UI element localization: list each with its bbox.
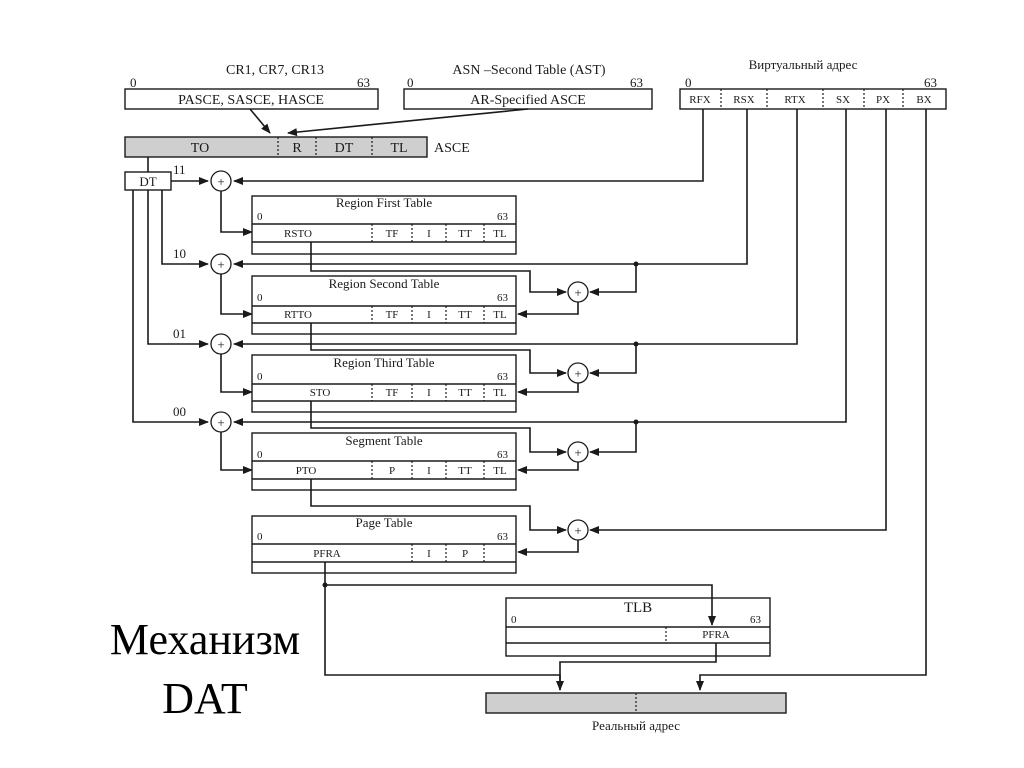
asn-register-text: AR-Specified ASCE <box>470 93 586 108</box>
va-field-rsx: RSX <box>733 94 754 106</box>
svg-text:RSTO: RSTO <box>284 228 312 240</box>
real-address-label: Реальный адрес <box>592 718 680 733</box>
svg-text:I: I <box>427 228 431 240</box>
asce-label: ASCE <box>434 141 470 156</box>
svg-text:0: 0 <box>257 449 263 461</box>
va-field-rfx: RFX <box>689 94 710 106</box>
svg-text:I: I <box>427 309 431 321</box>
asce-field-dt: DT <box>335 141 354 156</box>
va-bit-start: 0 <box>685 75 692 90</box>
region-third-table: Region Third Table 0 63 STO TF I TT TL <box>251 354 517 413</box>
asce-field-to: TO <box>191 141 209 156</box>
svg-text:63: 63 <box>750 614 762 626</box>
table-title: Region Third Table <box>333 355 434 370</box>
asce-field-r: R <box>292 141 302 156</box>
slide-title-line2: DAT <box>162 674 248 723</box>
table-title: Page Table <box>356 515 413 530</box>
virtual-address-box <box>679 88 947 110</box>
svg-text:0: 0 <box>257 211 263 223</box>
cr-register-box <box>124 88 379 110</box>
region-first-table: Region First Table 0 63 RSTO TF I TT TL <box>251 195 517 255</box>
svg-text:TL: TL <box>493 228 507 240</box>
svg-text:TT: TT <box>458 309 472 321</box>
dt-code-01: 01 <box>173 326 186 341</box>
svg-text:+: + <box>574 366 581 381</box>
svg-text:TF: TF <box>386 387 399 399</box>
asn-bit-start: 0 <box>407 75 414 90</box>
svg-text:0: 0 <box>511 614 517 626</box>
svg-text:0: 0 <box>257 531 263 543</box>
svg-text:+: + <box>217 337 224 352</box>
table-title: Region Second Table <box>329 276 440 291</box>
asce-field-tl: TL <box>390 141 407 156</box>
table-title: Region First Table <box>336 195 433 210</box>
svg-text:0: 0 <box>257 292 263 304</box>
svg-text:+: + <box>217 415 224 430</box>
svg-text:STO: STO <box>310 387 331 399</box>
svg-text:PFRA: PFRA <box>313 548 341 560</box>
svg-text:TF: TF <box>386 228 399 240</box>
dt-code-10: 10 <box>173 246 186 261</box>
asn-label: ASN –Second Table (AST) <box>452 63 605 78</box>
cr-register-text: PASCE, SASCE, HASCE <box>178 93 324 108</box>
svg-text:TL: TL <box>493 465 507 477</box>
svg-text:TT: TT <box>458 387 472 399</box>
svg-text:TL: TL <box>493 309 507 321</box>
va-field-rtx: RTX <box>784 94 805 106</box>
svg-text:TF: TF <box>386 309 399 321</box>
cr-label: CR1, CR7, CR13 <box>226 63 324 78</box>
cr-bit-end: 63 <box>357 75 370 90</box>
svg-text:I: I <box>427 465 431 477</box>
tlb-title: TLB <box>624 600 652 616</box>
cr-bit-start: 0 <box>130 75 137 90</box>
svg-text:PTO: PTO <box>296 465 317 477</box>
va-field-bx: BX <box>916 94 931 106</box>
svg-text:63: 63 <box>497 292 509 304</box>
svg-text:P: P <box>462 548 468 560</box>
svg-text:TT: TT <box>458 228 472 240</box>
va-bit-end: 63 <box>924 75 937 90</box>
svg-text:63: 63 <box>497 371 509 383</box>
svg-text:+: + <box>217 257 224 272</box>
svg-text:0: 0 <box>257 371 263 383</box>
svg-text:63: 63 <box>497 531 509 543</box>
svg-text:I: I <box>427 548 431 560</box>
asce-register <box>124 136 428 158</box>
dt-code-00: 00 <box>173 404 186 419</box>
virtual-address-title: Виртуальный адрес <box>749 57 858 72</box>
tlb-field-pfra: PFRA <box>702 629 730 641</box>
svg-text:+: + <box>217 174 224 189</box>
svg-text:RTTO: RTTO <box>284 309 312 321</box>
segment-table: Segment Table 0 63 PTO P I TT TL <box>251 432 517 491</box>
slide-title-line1: Механизм <box>110 615 300 664</box>
svg-text:I: I <box>427 387 431 399</box>
svg-text:+: + <box>574 285 581 300</box>
page-table: Page Table 0 63 PFRA I P <box>251 515 517 574</box>
svg-text:P: P <box>389 465 395 477</box>
va-field-px: PX <box>876 94 890 106</box>
svg-text:+: + <box>574 445 581 460</box>
va-field-sx: SX <box>836 94 850 106</box>
table-title: Segment Table <box>345 433 422 448</box>
svg-text:TL: TL <box>493 387 507 399</box>
region-second-table: Region Second Table 0 63 RTTO TF I TT TL <box>251 275 517 335</box>
dt-selector-label: DT <box>139 174 156 189</box>
dt-code-11: 11 <box>173 162 186 177</box>
tlb: TLB 0 63 PFRA <box>505 597 771 657</box>
svg-text:63: 63 <box>497 449 509 461</box>
svg-text:63: 63 <box>497 211 509 223</box>
asn-bit-end: 63 <box>630 75 643 90</box>
svg-text:+: + <box>574 523 581 538</box>
svg-text:TT: TT <box>458 465 472 477</box>
